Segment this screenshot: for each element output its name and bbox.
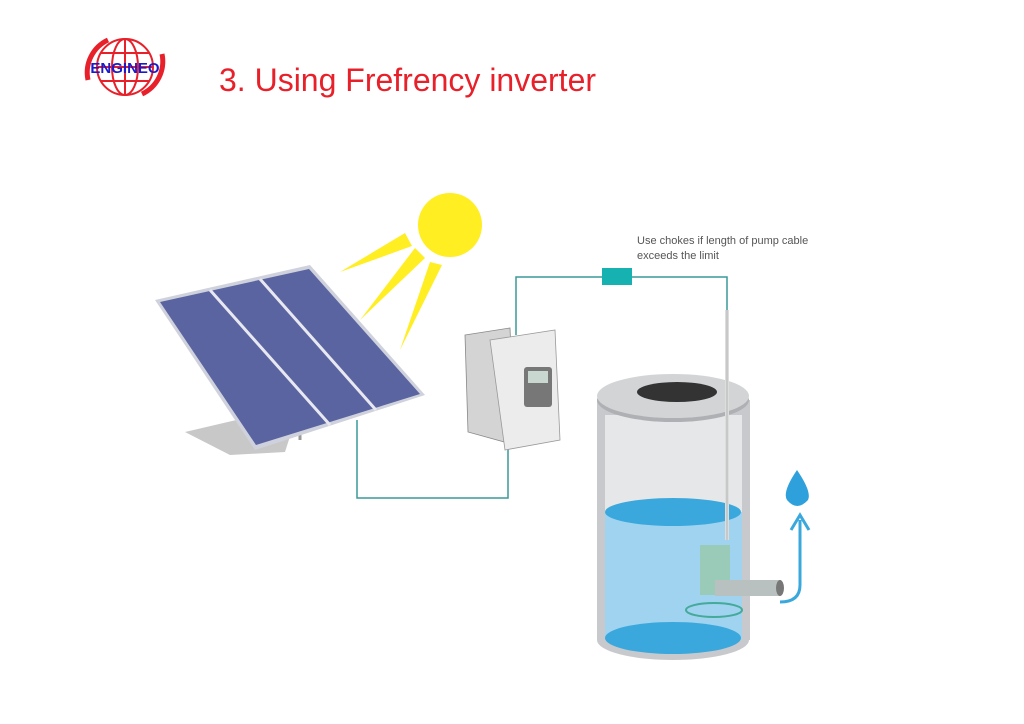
cable-inverter-pump bbox=[515, 276, 728, 335]
note-line-2: exceeds the limit bbox=[637, 250, 719, 262]
water-drop-icon bbox=[785, 470, 809, 506]
submersible-pump bbox=[685, 545, 784, 618]
frequency-inverter bbox=[464, 327, 561, 451]
flow-arrow-head bbox=[789, 512, 811, 531]
choke bbox=[602, 268, 632, 285]
slide-title: 3. Using Frefrency inverter bbox=[219, 62, 597, 98]
flow-arrow bbox=[779, 520, 802, 604]
cable-panel-inverter bbox=[356, 420, 509, 499]
svg-text:ENGINEO: ENGINEO bbox=[90, 60, 160, 77]
engineo-logo: ENGINEO bbox=[84, 37, 166, 97]
note-line-1: Use chokes if length of pump cable bbox=[637, 235, 809, 247]
choke-note: Use chokes if length of pump cable excee… bbox=[637, 234, 808, 264]
solar-panel bbox=[155, 265, 425, 450]
water-tank bbox=[597, 374, 750, 660]
sun-icon bbox=[340, 193, 482, 350]
